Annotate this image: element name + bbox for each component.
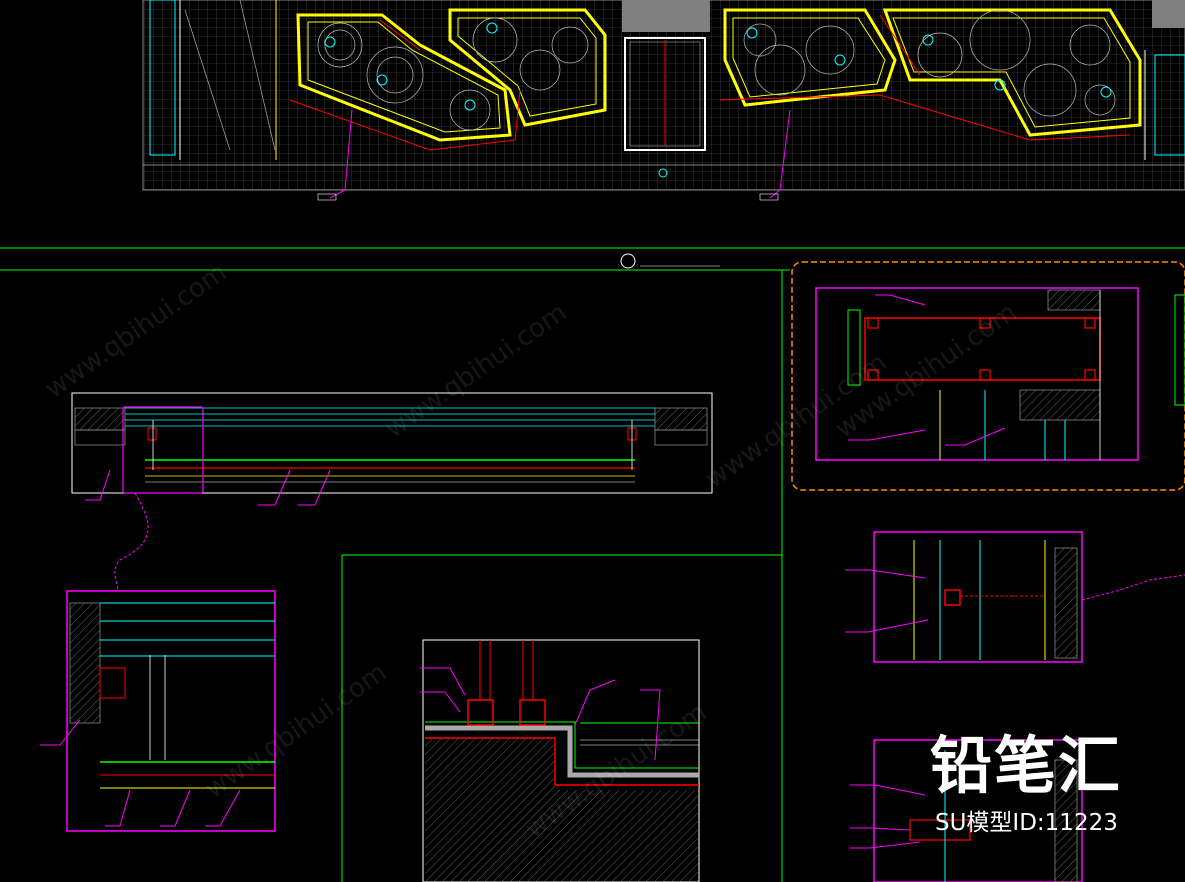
tree-symbol-icon (317, 9, 1116, 131)
section-separators (0, 247, 1185, 882)
watermark-model-id: SU模型ID:11223 (935, 810, 1118, 836)
scale-dot-icon (620, 253, 636, 269)
detail-drainage-step (420, 639, 700, 882)
top-plan-view (142, 0, 1185, 201)
detail-enlarged-left (40, 590, 276, 832)
planter-bed-outline (296, 13, 512, 142)
elevation-section-long (71, 392, 713, 591)
detail-right-top (791, 261, 1185, 491)
detail-right-bottom (850, 739, 1083, 882)
watermark-brand: 铅笔汇 (930, 729, 1123, 802)
detail-right-middle (845, 531, 1185, 663)
